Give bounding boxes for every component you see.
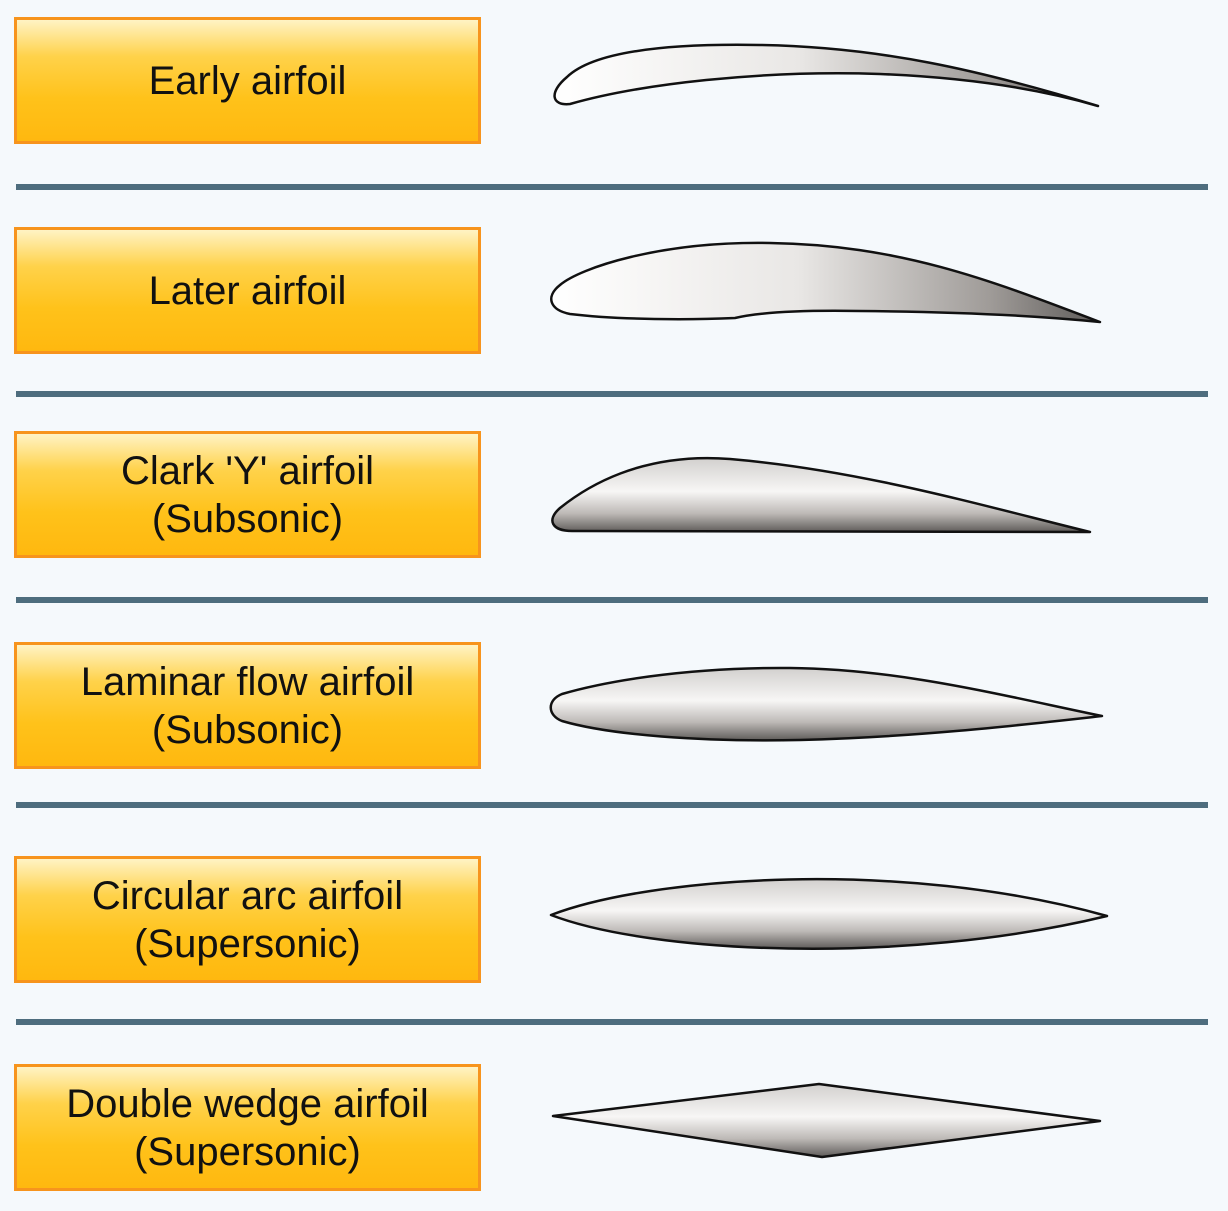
label-double-wedge-airfoil-note: (Supersonic) (134, 1129, 361, 1174)
label-early-airfoil-name: Early airfoil (148, 58, 347, 103)
label-early-airfoil: Early airfoil (14, 17, 481, 144)
label-later-airfoil: Later airfoil (14, 227, 481, 354)
label-clark-y-airfoil-name: Clark 'Y' airfoil (120, 448, 375, 493)
clark-y-airfoil-shape (551, 456, 1092, 534)
divider-2 (16, 391, 1208, 397)
double-wedge-airfoil-shape (551, 1082, 1102, 1159)
label-clark-y-airfoil: Clark 'Y' airfoil (Subsonic) (14, 431, 481, 558)
laminar-flow-airfoil-shape (549, 666, 1104, 742)
later-airfoil-shape (550, 241, 1102, 324)
divider-1 (16, 184, 1208, 190)
label-laminar-flow-airfoil-name: Laminar flow airfoil (80, 659, 415, 704)
divider-5 (16, 1019, 1208, 1025)
label-double-wedge-airfoil-name: Double wedge airfoil (66, 1081, 429, 1126)
circular-arc-airfoil-shape (549, 877, 1109, 950)
early-airfoil-shape (553, 43, 1100, 108)
label-circular-arc-airfoil: Circular arc airfoil (Supersonic) (14, 856, 481, 983)
label-later-airfoil-name: Later airfoil (148, 268, 347, 313)
divider-3 (16, 597, 1208, 603)
label-double-wedge-airfoil: Double wedge airfoil (Supersonic) (14, 1064, 481, 1191)
label-laminar-flow-airfoil-note: (Subsonic) (151, 707, 344, 752)
label-circular-arc-airfoil-note: (Supersonic) (134, 921, 361, 966)
label-clark-y-airfoil-note: (Subsonic) (151, 496, 344, 541)
label-laminar-flow-airfoil: Laminar flow airfoil (Subsonic) (14, 642, 481, 769)
divider-4 (16, 802, 1208, 808)
label-circular-arc-airfoil-name: Circular arc airfoil (91, 873, 404, 918)
